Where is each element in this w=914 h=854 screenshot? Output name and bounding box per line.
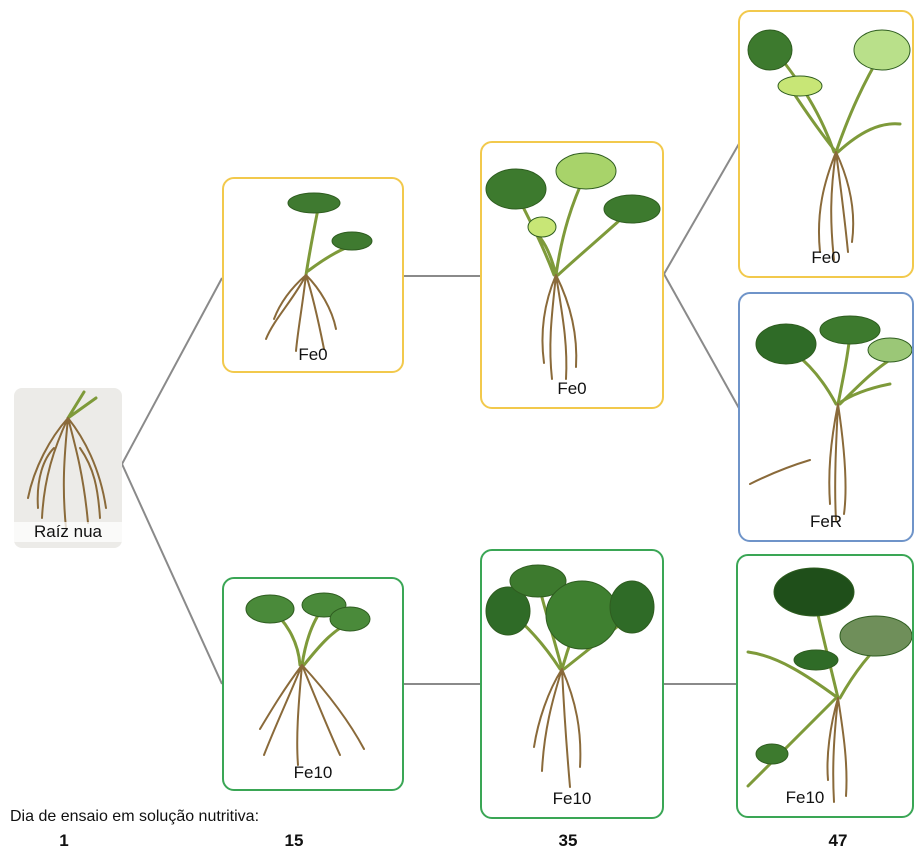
label-fe0-day15: Fe0	[224, 345, 402, 365]
connector-fe0-day35-to-fe0-day47	[664, 142, 740, 274]
connector-root-to-fe10-day15	[122, 464, 222, 684]
plant-fe0-day15-image	[224, 179, 402, 371]
label-fe10-day35: Fe10	[482, 789, 662, 809]
day-label-1: 1	[34, 831, 94, 851]
label-fe10-day47: Fe10	[736, 788, 912, 808]
trial-day-caption: Dia de ensaio em solução nutritiva:	[10, 808, 259, 826]
panel-fe0-day15: Fe0	[222, 177, 404, 373]
plant-fe0-day35-image	[482, 143, 662, 407]
label-fer-day47: FeR	[740, 512, 912, 532]
day-label-35: 35	[538, 831, 598, 851]
bare-root-panel: Raíz nua	[14, 388, 122, 548]
label-fe10-day15: Fe10	[224, 763, 402, 783]
plant-fer-day47-image	[740, 294, 912, 540]
panel-fe10-day35: Fe10	[480, 549, 664, 819]
connector-fe0-day35-to-fer-day47	[664, 274, 740, 410]
plant-fe10-day35-image	[482, 551, 662, 817]
panel-fe10-day47: Fe10	[736, 554, 914, 818]
plant-fe10-day47-image	[738, 556, 912, 816]
day-label-15: 15	[264, 831, 324, 851]
connector-root-to-fe0-day15	[122, 278, 222, 464]
plant-fe0-day47-image	[740, 12, 912, 276]
panel-fe0-day35: Fe0	[480, 141, 664, 409]
label-fe0-day47: Fe0	[740, 248, 912, 268]
plant-fe10-day15-image	[224, 579, 402, 789]
panel-fer-day47: FeR	[738, 292, 914, 542]
panel-fe0-day47: Fe0	[738, 10, 914, 278]
label-fe0-day35: Fe0	[482, 379, 662, 399]
panel-fe10-day15: Fe10	[222, 577, 404, 791]
bare-root-label: Raíz nua	[14, 522, 122, 542]
day-label-47: 47	[808, 831, 868, 851]
